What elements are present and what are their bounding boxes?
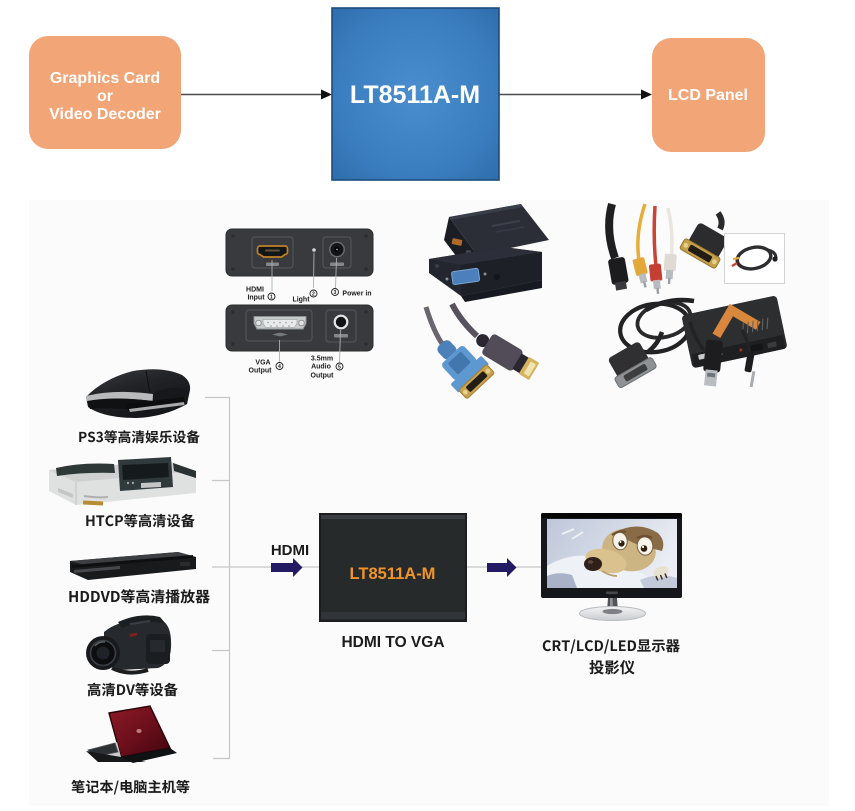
svg-text:1: 1 bbox=[270, 294, 273, 300]
svg-text:LCD Panel: LCD Panel bbox=[668, 87, 748, 104]
svg-text:5: 5 bbox=[338, 364, 341, 370]
svg-text:Graphics Card: Graphics Card bbox=[50, 70, 160, 87]
svg-text:VGA: VGA bbox=[255, 360, 270, 367]
svg-text:Power in: Power in bbox=[342, 291, 371, 298]
svg-text:4: 4 bbox=[278, 364, 281, 370]
svg-text:HDMI TO VGA: HDMI TO VGA bbox=[341, 634, 444, 651]
svg-text:HDMI: HDMI bbox=[246, 287, 264, 294]
svg-text:LT8511A-M: LT8511A-M bbox=[350, 81, 480, 109]
svg-text:3.5mm: 3.5mm bbox=[311, 356, 333, 363]
svg-text:Output: Output bbox=[311, 373, 335, 380]
svg-text:Light: Light bbox=[292, 297, 310, 304]
svg-text:Input: Input bbox=[247, 295, 265, 302]
svg-text:or: or bbox=[97, 88, 113, 105]
svg-text:HDMI: HDMI bbox=[271, 542, 309, 559]
svg-text:Video Decoder: Video Decoder bbox=[49, 106, 161, 123]
svg-text:LT8511A-M: LT8511A-M bbox=[350, 565, 436, 583]
svg-text:Output: Output bbox=[249, 368, 273, 375]
svg-text:Audio: Audio bbox=[311, 364, 331, 371]
svg-text:2: 2 bbox=[312, 291, 315, 297]
svg-text:3: 3 bbox=[334, 290, 337, 296]
